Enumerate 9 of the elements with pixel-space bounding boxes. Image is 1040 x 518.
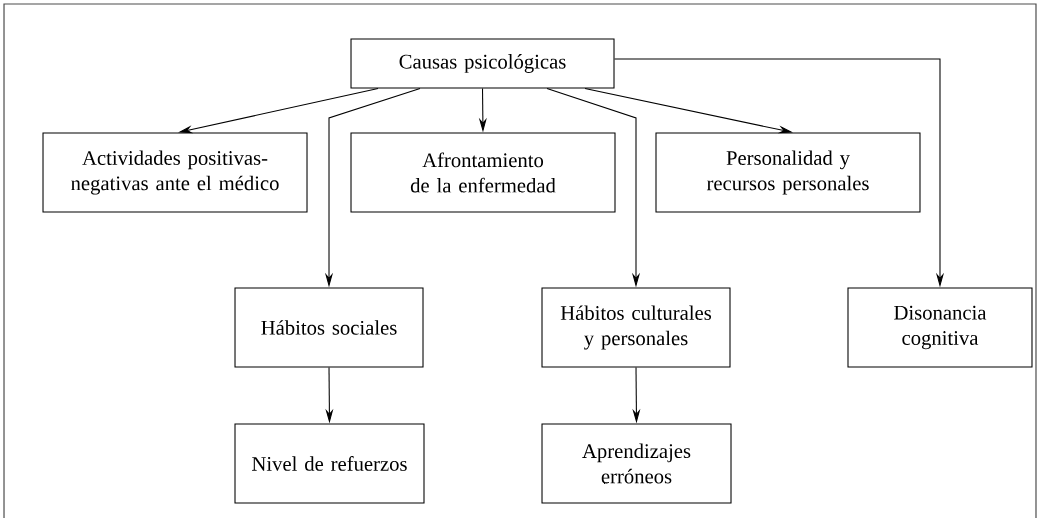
process-box: Afrontamiento de la enfermedad xyxy=(350,132,616,213)
process-box: Actividades positivas- negativas ante el médico xyxy=(42,132,308,213)
process-box: Causas psicológicas xyxy=(350,38,615,89)
process-box: Disonancia cognitiva xyxy=(847,287,1033,368)
process-box: Nivel de refuerzos xyxy=(234,423,425,504)
process-box: Hábitos culturales y personales xyxy=(541,287,731,368)
process-box: Personalidad y recursos personales xyxy=(655,132,921,213)
process-box: Aprendizajes erróneos xyxy=(541,423,732,504)
process-box: Hábitos sociales xyxy=(234,287,424,368)
